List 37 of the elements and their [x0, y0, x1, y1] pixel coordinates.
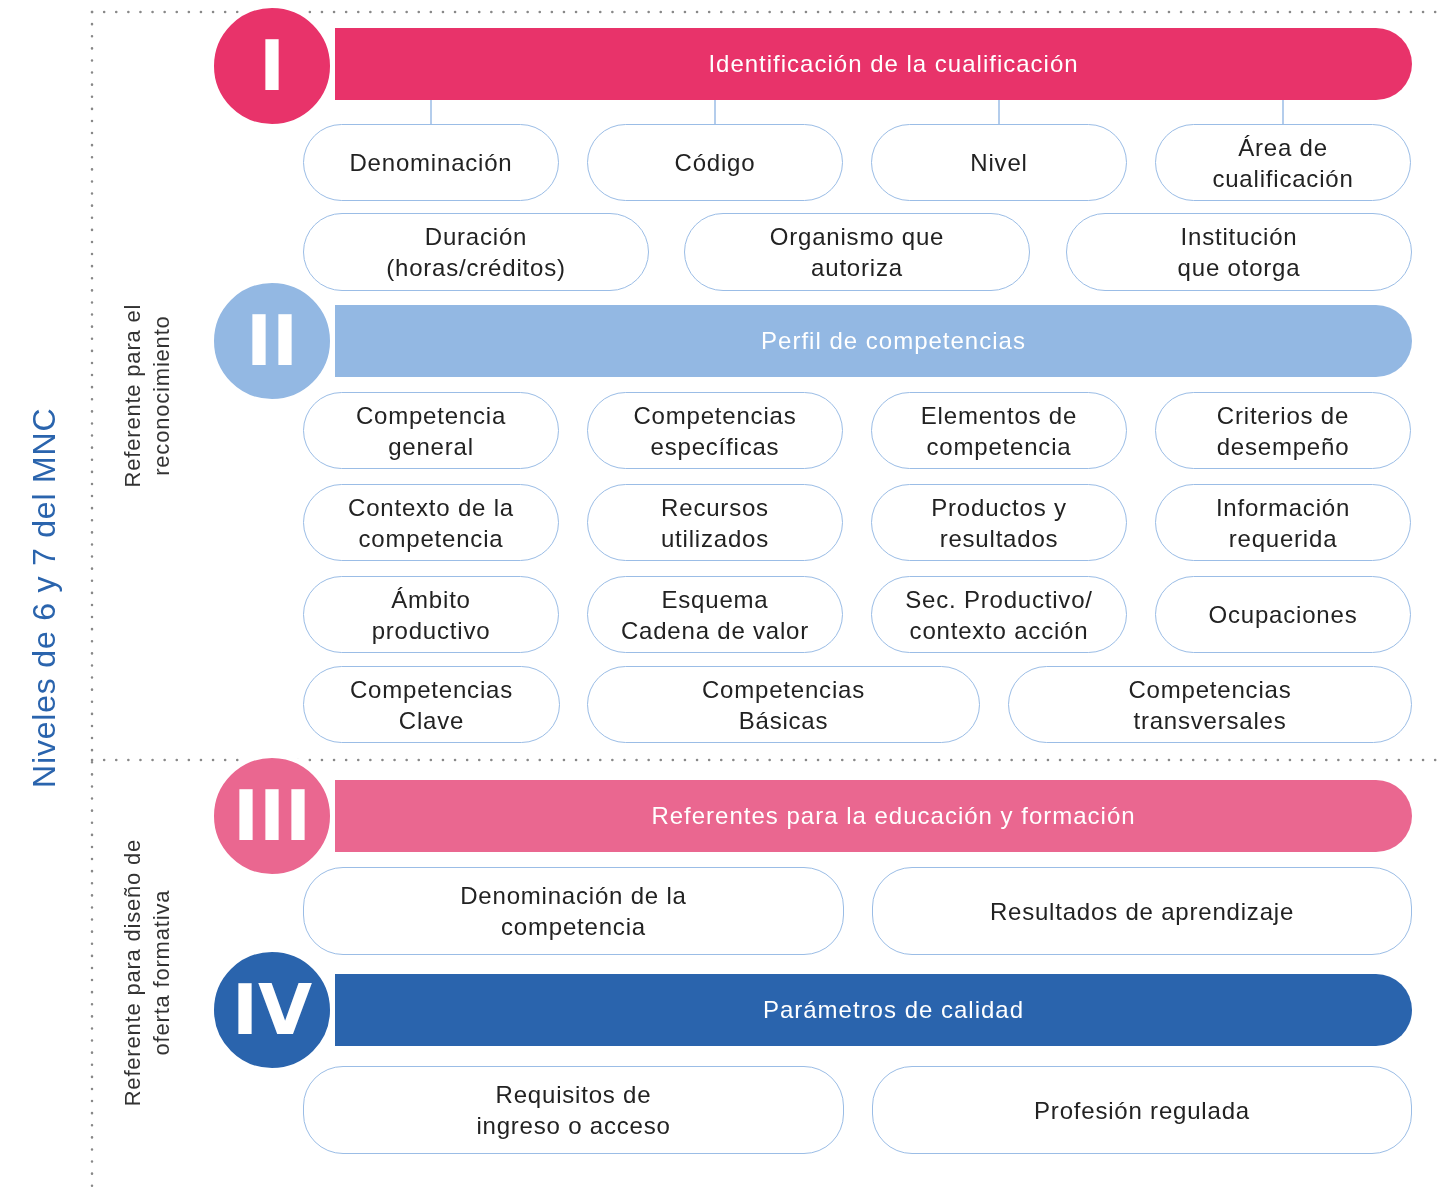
section-header-bar: Perfil de competencias	[335, 305, 1412, 377]
side-label: Niveles de 6 y 7 del MNC	[25, 406, 64, 790]
item-pill: Competencias transversales	[1008, 666, 1412, 743]
item-pill: Profesión regulada	[872, 1066, 1412, 1154]
item-pill: Competencias específicas	[587, 392, 843, 469]
item-pill: Nivel	[871, 124, 1127, 201]
item-pill: Criterios de desempeño	[1155, 392, 1411, 469]
item-pill: Ámbito productivo	[303, 576, 559, 653]
item-pill: Recursos utilizados	[587, 484, 843, 561]
item-pill: Competencias Básicas	[587, 666, 980, 743]
item-pill: Denominación de la competencia	[303, 867, 844, 955]
item-pill: Denominación	[303, 124, 559, 201]
item-pill: Organismo que autoriza	[684, 213, 1030, 291]
connector-line	[998, 99, 1000, 125]
section-header-bar: Identificación de la cualificación	[335, 28, 1412, 100]
item-pill: Competencias Clave	[303, 666, 560, 743]
item-pill: Ocupaciones	[1155, 576, 1411, 653]
item-pill: Esquema Cadena de valor	[587, 576, 843, 653]
item-pill: Institución que otorga	[1066, 213, 1412, 291]
item-pill: Contexto de la competencia	[303, 484, 559, 561]
item-pill: Resultados de aprendizaje	[872, 867, 1412, 955]
connector-line	[714, 99, 716, 125]
item-pill: Requisitos de ingreso o acceso	[303, 1066, 844, 1154]
section-header-bar: Referentes para la educación y formación	[335, 780, 1412, 852]
item-pill: Duración (horas/créditos)	[303, 213, 649, 291]
section-header-bar: Parámetros de calidad	[335, 974, 1412, 1046]
item-pill: Productos y resultados	[871, 484, 1127, 561]
item-pill: Área de cualificación	[1155, 124, 1411, 201]
side-label: Referente para el reconocimiento	[119, 302, 175, 489]
item-pill: Competencia general	[303, 392, 559, 469]
side-label: Referente para diseño de oferta formativa	[119, 837, 175, 1108]
item-pill: Sec. Productivo/ contexto acción	[871, 576, 1127, 653]
item-pill: Información requerida	[1155, 484, 1411, 561]
item-pill: Elementos de competencia	[871, 392, 1127, 469]
item-pill: Código	[587, 124, 843, 201]
connector-line	[430, 99, 432, 125]
connector-line	[1282, 99, 1284, 125]
